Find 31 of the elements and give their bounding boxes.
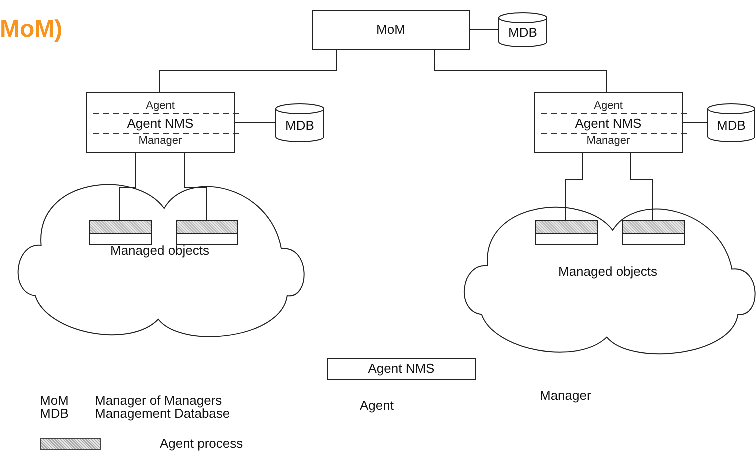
database-label: MDB bbox=[286, 118, 314, 132]
database-cylinder bbox=[498, 12, 548, 48]
database-cylinder bbox=[275, 103, 325, 143]
process-box bbox=[327, 358, 476, 380]
database-cylinder bbox=[707, 103, 756, 143]
key-label: Manager of Managers bbox=[95, 393, 222, 408]
box-title: Agent NMS bbox=[368, 361, 435, 377]
agent-process-box bbox=[89, 220, 152, 245]
connector-line bbox=[120, 152, 136, 220]
title-fragment: MoM) bbox=[0, 16, 63, 44]
key-label: Agent bbox=[360, 398, 394, 413]
key-label: MoM bbox=[40, 393, 69, 408]
cloud-label: Managed objects bbox=[110, 243, 210, 258]
database-label: MDB bbox=[717, 118, 746, 132]
connector-line bbox=[184, 152, 208, 220]
connector-line bbox=[234, 122, 276, 124]
process-box bbox=[312, 10, 470, 50]
connector-line bbox=[630, 152, 654, 220]
box-title: MoM bbox=[376, 22, 406, 38]
database-label: MDB bbox=[508, 24, 538, 40]
agent-process-box bbox=[176, 220, 238, 245]
connector-line bbox=[566, 152, 584, 220]
legend-label: Agent process bbox=[160, 436, 244, 451]
connector-line bbox=[682, 122, 708, 124]
key-label: MDB bbox=[40, 406, 69, 421]
agent-process-box bbox=[622, 220, 685, 245]
agent-process-box bbox=[535, 220, 598, 245]
key-label: Manager bbox=[540, 388, 592, 403]
cloud-label: Managed objects bbox=[558, 264, 658, 279]
connector-line bbox=[160, 50, 338, 92]
connector-line bbox=[434, 50, 608, 92]
